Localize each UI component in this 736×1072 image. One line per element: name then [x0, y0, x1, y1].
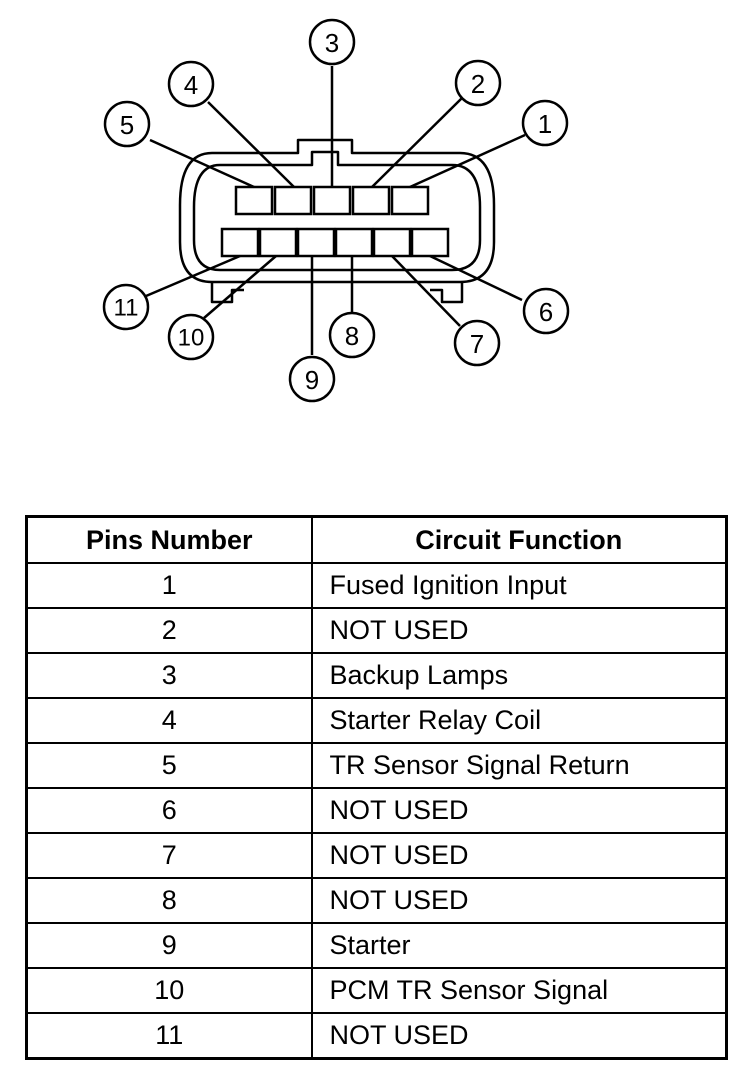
cavity-4 — [273, 185, 313, 216]
leader-line-1 — [409, 133, 526, 189]
callout-5-label: 5 — [120, 110, 134, 140]
table-row: 8 NOT USED — [25, 877, 728, 924]
callout-4-circle — [167, 60, 215, 108]
table-row: 3 Backup Lamps — [25, 652, 728, 699]
callout-4-label: 4 — [184, 70, 198, 100]
callout-10-label: 10 — [178, 325, 205, 352]
circuit-function-cell: NOT USED — [310, 1012, 728, 1060]
circuit-function-cell: TR Sensor Signal Return — [310, 742, 728, 789]
pin-number-cell: 2 — [25, 607, 313, 654]
circuit-function-cell: NOT USED — [310, 877, 728, 924]
callout-2-label: 2 — [471, 69, 485, 99]
callout-1-label: 1 — [538, 109, 552, 139]
cavity-6 — [410, 227, 450, 258]
connector-inner-shell — [192, 150, 482, 272]
callout-3-circle — [308, 18, 356, 66]
leader-line-5 — [149, 138, 255, 189]
callout-6-label: 6 — [539, 297, 553, 327]
pin-number-cell: 1 — [25, 562, 313, 609]
leader-line-7 — [391, 255, 461, 327]
circuit-function-cell: Starter Relay Coil — [310, 697, 728, 744]
pin-number-cell: 7 — [25, 832, 313, 879]
pin-number-cell: 6 — [25, 787, 313, 834]
callout-10-circle — [167, 313, 215, 361]
callout-7-circle — [453, 319, 501, 367]
circuit-function-cell: PCM TR Sensor Signal — [310, 967, 728, 1014]
connector-left-latch — [210, 282, 244, 304]
callout-3-label: 3 — [325, 28, 339, 58]
callout-5-circle — [103, 100, 151, 148]
header-circuit-function: Circuit Function — [310, 515, 728, 564]
circuit-function-cell: Fused Ignition Input — [310, 562, 728, 609]
connector-right-latch — [430, 282, 464, 304]
table-header-row: Pins Number Circuit Function — [25, 515, 728, 564]
table-row: 11 NOT USED — [25, 1012, 728, 1060]
circuit-function-cell: NOT USED — [310, 607, 728, 654]
callout-2-circle — [454, 59, 502, 107]
leader-line-10 — [203, 255, 277, 319]
cavity-2 — [351, 185, 391, 216]
pin-number-cell: 11 — [25, 1012, 313, 1060]
cavity-1 — [390, 185, 430, 216]
pin-number-cell: 3 — [25, 652, 313, 699]
header-pins-number: Pins Number — [25, 515, 313, 564]
connector-diagram: 1 2 3 4 5 6 7 8 9 10 11 — [102, 18, 570, 403]
callout-8-label: 8 — [345, 321, 359, 351]
circuit-function-cell: NOT USED — [310, 832, 728, 879]
pin-number-cell: 8 — [25, 877, 313, 924]
connector-outer-shell — [178, 138, 496, 284]
table-row: 4 Starter Relay Coil — [25, 697, 728, 744]
leader-line-11 — [145, 254, 241, 298]
table-row: 7 NOT USED — [25, 832, 728, 879]
cavity-11 — [220, 227, 260, 258]
circuit-function-cell: NOT USED — [310, 787, 728, 834]
callout-9-label: 9 — [305, 365, 319, 395]
leader-line-2 — [371, 97, 463, 188]
table-row: 9 Starter — [25, 922, 728, 969]
table-row: 5 TR Sensor Signal Return — [25, 742, 728, 789]
pin-number-cell: 10 — [25, 967, 313, 1014]
cavity-7 — [372, 227, 412, 258]
pin-number-cell: 5 — [25, 742, 313, 789]
pin-number-cell: 9 — [25, 922, 313, 969]
callout-1-circle — [521, 99, 569, 147]
callout-11-label: 11 — [114, 295, 139, 322]
table-row: 1 Fused Ignition Input — [25, 562, 728, 609]
circuit-function-cell: Starter — [310, 922, 728, 969]
cavity-9 — [296, 227, 336, 258]
callout-6-circle — [522, 287, 570, 335]
callout-9-circle — [288, 355, 336, 403]
leader-line-6 — [429, 254, 523, 302]
callout-8-circle — [328, 311, 376, 359]
table-row: 6 NOT USED — [25, 787, 728, 834]
table-row: 2 NOT USED — [25, 607, 728, 654]
leader-line-4 — [207, 101, 295, 188]
cavity-3 — [312, 185, 352, 216]
circuit-function-cell: Backup Lamps — [310, 652, 728, 699]
callout-11-circle — [102, 283, 150, 331]
pin-number-cell: 4 — [25, 697, 313, 744]
callout-7-label: 7 — [470, 329, 484, 359]
pin-function-table: Pins Number Circuit Function 1 Fused Ign… — [25, 515, 728, 1060]
cavity-5 — [234, 185, 274, 216]
table-row: 10 PCM TR Sensor Signal — [25, 967, 728, 1014]
cavity-10 — [258, 227, 298, 258]
cavity-8 — [334, 227, 374, 258]
